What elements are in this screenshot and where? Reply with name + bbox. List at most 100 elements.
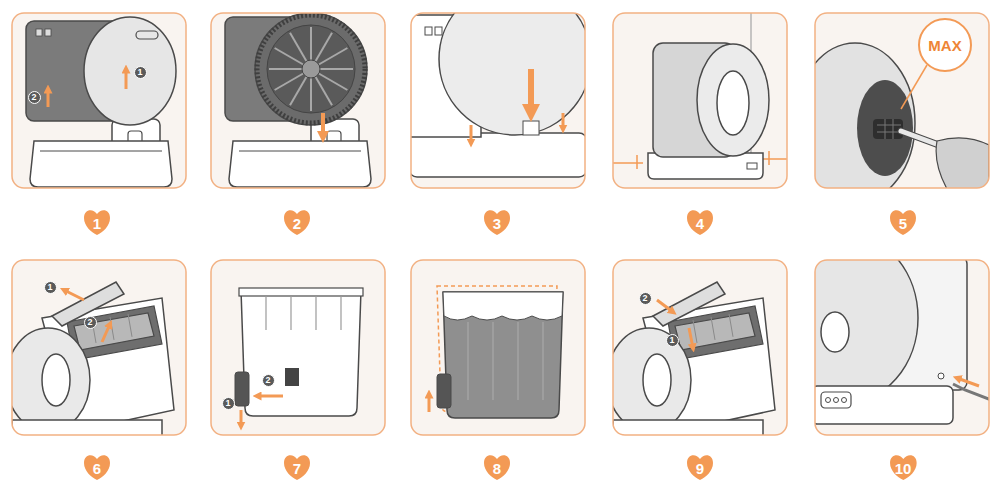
callout-dot: 1 [44, 281, 57, 294]
panel-border [815, 260, 989, 435]
panel-ground [211, 260, 385, 435]
panel-border [613, 13, 787, 188]
panel-border [12, 260, 186, 435]
panel-drawing [815, 260, 989, 424]
panel-border [411, 13, 585, 188]
step-number: 7 [293, 459, 301, 476]
badge-fill [484, 455, 510, 480]
step-badge: 8 [482, 453, 512, 481]
step-badge: 5 [888, 208, 918, 236]
device-base [613, 420, 763, 435]
drum-face [84, 17, 176, 125]
step-badge: 6 [82, 453, 112, 481]
filter-piece [285, 368, 299, 386]
device-base [815, 386, 953, 424]
waste-bin [443, 292, 563, 418]
bin-rib [265, 296, 266, 330]
step-number: 3 [493, 214, 501, 231]
direction-arrow [321, 113, 325, 137]
control-button [834, 398, 839, 403]
badge-fill [84, 455, 110, 480]
callout-number: 2 [87, 318, 92, 327]
badge-fill [284, 210, 310, 235]
open-lid [52, 282, 124, 326]
bin-handle [235, 372, 249, 406]
direction-arrow [957, 378, 979, 386]
step-panel [409, 0, 591, 188]
drum-face [697, 44, 769, 156]
control-button [842, 398, 847, 403]
panel-ground [12, 13, 186, 188]
device-base [12, 420, 162, 435]
direction-arrow [657, 300, 673, 312]
window-mark [435, 27, 442, 35]
step-panel [6, 260, 186, 440]
callout-number: 2 [265, 376, 270, 385]
panel-ground [211, 13, 385, 188]
panel-ground [613, 13, 787, 188]
panel-drawing [235, 288, 363, 426]
bin-rib [128, 314, 132, 337]
callout-number: 2 [642, 294, 647, 303]
bin-rib [729, 314, 733, 337]
bin-rib [542, 322, 543, 400]
bin-rib [517, 322, 518, 400]
bin-rib [290, 296, 291, 330]
max-leader [901, 65, 927, 109]
callout-number: 1 [137, 68, 142, 77]
bin-rib [492, 322, 493, 400]
direction-arrow [528, 69, 534, 113]
badge-fill [284, 455, 310, 480]
badge-fill [484, 210, 510, 235]
step-panel [411, 260, 585, 435]
panel-border [815, 13, 989, 188]
step-number: 4 [696, 214, 704, 231]
bin-rib [693, 320, 697, 343]
drum-face [815, 43, 915, 188]
callout-dot: 2 [262, 374, 275, 387]
step-badge: 10 [888, 453, 919, 481]
panel-border [211, 13, 385, 188]
waste-bin [74, 313, 154, 350]
tray-rim [239, 151, 361, 152]
direction-arrow [47, 89, 50, 107]
direction-arrow [689, 328, 693, 348]
drum-rear [255, 13, 367, 125]
window-mark [425, 27, 432, 35]
callout-dot: 2 [639, 292, 652, 305]
waste-bin [675, 313, 755, 350]
badge-fill [890, 455, 917, 480]
panel-drawing [225, 13, 371, 187]
bin-rib [315, 296, 316, 330]
step-badge: 3 [482, 208, 512, 236]
step-number: 2 [293, 214, 301, 231]
control-button [826, 398, 831, 403]
entry-opening [42, 354, 70, 406]
badge-fill [84, 210, 110, 235]
panel-border [411, 260, 585, 435]
drum-face [12, 328, 90, 432]
step-number: 8 [493, 459, 501, 476]
panel-drawing [613, 282, 775, 435]
bin-rim [239, 288, 363, 296]
waste-bin [241, 290, 361, 416]
step-badge: 4 [685, 208, 715, 236]
callout-dot: 1 [222, 397, 235, 410]
direction-arrow [102, 324, 110, 342]
bin-rib [467, 322, 468, 400]
direction-arrow [257, 395, 283, 398]
panel-ground [411, 260, 585, 435]
step-panel [12, 13, 186, 188]
panel-drawing [411, 13, 585, 177]
step-number: 6 [93, 459, 101, 476]
scoop-grid [877, 119, 901, 139]
entry-opening [643, 354, 671, 406]
gear-hub [302, 60, 320, 78]
callout-dot: 2 [84, 316, 97, 329]
step-number: 10 [895, 459, 912, 476]
base-mark [747, 163, 757, 169]
step-badge: 1 [82, 208, 112, 236]
step-number: 1 [93, 214, 101, 231]
